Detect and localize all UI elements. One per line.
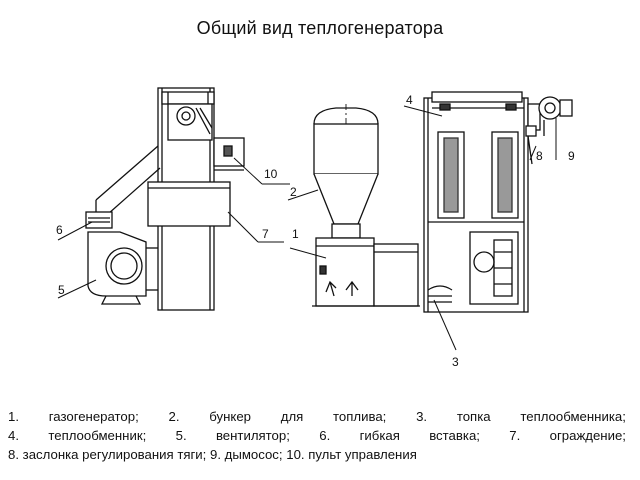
callout-6: 6 <box>56 223 63 237</box>
callout-2: 2 <box>290 185 297 199</box>
legend-word: топка <box>456 409 491 424</box>
legend-word: 4. <box>8 428 19 443</box>
legend-word: гибкая <box>359 428 400 443</box>
legend-word: ограждение; <box>549 428 626 443</box>
legend-word: 5. <box>175 428 187 443</box>
callout-labels: 1 2 3 4 5 6 7 8 9 10 <box>56 93 575 369</box>
legend-word: бункер <box>209 409 251 424</box>
callout-3: 3 <box>452 355 459 369</box>
callout-8: 8 <box>536 149 543 163</box>
legend-word: 6. <box>319 428 331 443</box>
callout-4: 4 <box>406 93 413 107</box>
left-side-view <box>85 87 245 311</box>
right-front-view <box>423 91 573 313</box>
legend-word: 7. <box>509 428 521 443</box>
callout-9: 9 <box>568 149 575 163</box>
leader-lines <box>57 105 557 351</box>
legend-word: вставка; <box>429 428 480 443</box>
legend-word: 2. <box>168 409 180 424</box>
middle-view <box>312 104 420 307</box>
legend-word: газогенератор; <box>48 409 139 424</box>
legend-word: топлива; <box>333 409 387 424</box>
legend-row-2: 4. теплообменник; 5. вентилятор; 6. гибк… <box>8 426 626 445</box>
legend-word: теплообменника; <box>520 409 626 424</box>
callout-7: 7 <box>262 227 269 241</box>
callout-5: 5 <box>58 283 65 297</box>
callout-10: 10 <box>264 167 278 181</box>
legend-word: теплообменник; <box>48 428 147 443</box>
legend-word: 1. <box>8 409 19 424</box>
legend-caption: 1. газогенератор; 2. бункер для топлива;… <box>8 407 626 464</box>
callout-1: 1 <box>292 227 299 241</box>
legend-row-1: 1. газогенератор; 2. бункер для топлива;… <box>8 407 626 426</box>
legend-row-3: 8. заслонка регулирования тяги; 9. дымос… <box>8 447 417 462</box>
legend-word: 3. <box>416 409 428 424</box>
page-title: Общий вид теплогенератора <box>196 18 444 38</box>
legend-word: для <box>280 409 304 424</box>
legend-word: вентилятор; <box>215 428 290 443</box>
